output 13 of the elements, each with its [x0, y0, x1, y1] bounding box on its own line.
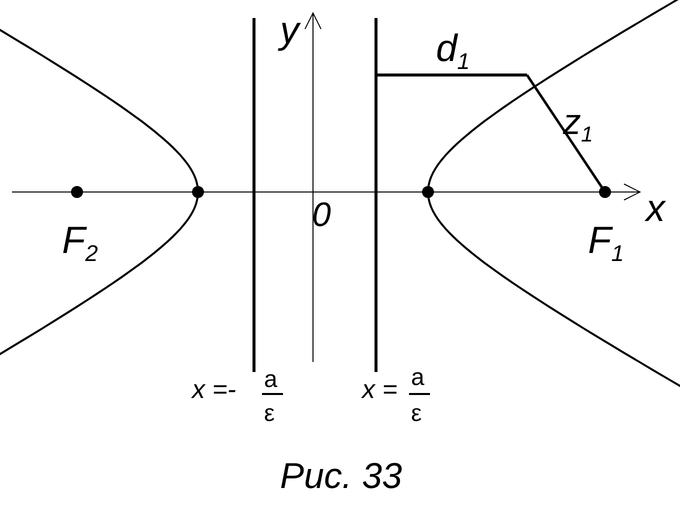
fraction-denominator: ε [411, 402, 422, 426]
focus-label: F$_{1}$ [588, 222, 624, 265]
fraction-numerator: a [411, 366, 424, 390]
axis-label: x [646, 190, 665, 228]
fraction-denominator: ε [264, 402, 275, 426]
figure-caption: Рис. 33 [280, 458, 402, 494]
equation-text: x = [362, 376, 398, 402]
focus-label: F$_{2}$ [62, 222, 98, 265]
segment-label: d$_{1}$ [436, 30, 470, 73]
fraction-numerator: a [264, 368, 278, 392]
axis-label: y [280, 12, 299, 50]
equation-text: x =- [192, 376, 236, 402]
origin-label: 0 [312, 198, 331, 232]
